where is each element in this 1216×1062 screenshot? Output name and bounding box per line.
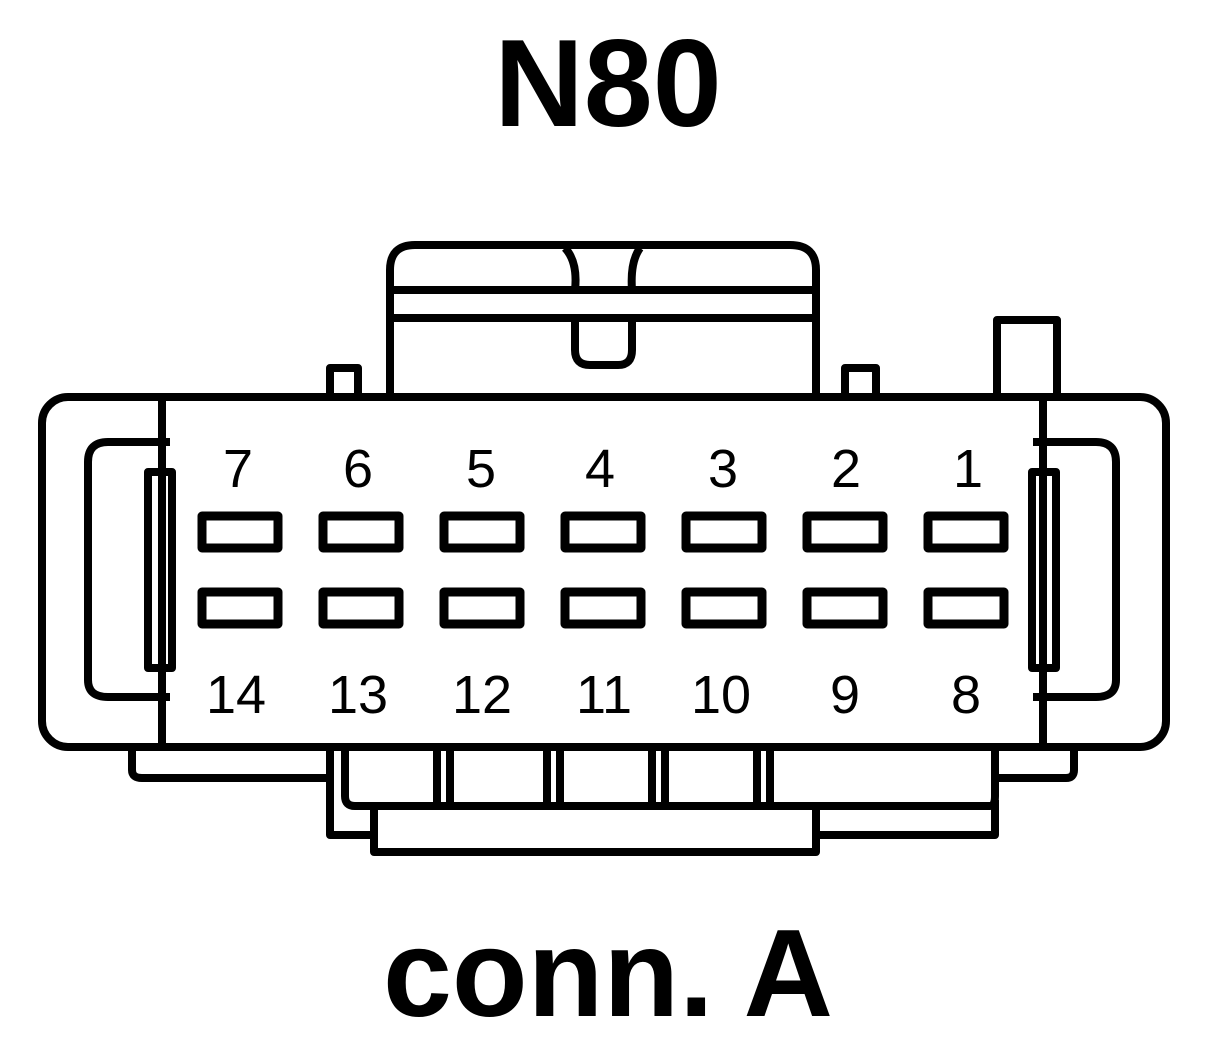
pin-7-label: 7 [223, 439, 253, 499]
pin-1-cavity [923, 511, 1009, 553]
pin-9-label: 9 [830, 665, 860, 725]
pin-9-cavity [802, 587, 888, 629]
pin-cavities [197, 511, 1009, 629]
pin-3-cavity [681, 511, 767, 553]
pin-10-cavity [681, 587, 767, 629]
pin-5-label: 5 [466, 439, 496, 499]
top-row-labels: 7 6 5 4 3 2 1 [223, 439, 983, 499]
component-title: N80 [494, 15, 722, 153]
pin-13-cavity [318, 587, 404, 629]
pin-14-label: 14 [206, 665, 266, 725]
left-lock [84, 438, 170, 701]
pin-11-cavity [560, 587, 646, 629]
pin-7-cavity [197, 511, 283, 553]
pin-4-label: 4 [585, 439, 615, 499]
left-post [326, 364, 362, 395]
pin-11-label: 11 [576, 665, 632, 725]
pin-6-label: 6 [343, 439, 373, 499]
pin-2-cavity [802, 511, 888, 553]
pin-5-cavity [439, 511, 525, 553]
top-latch [386, 241, 820, 395]
mid-post [841, 364, 880, 395]
right-lock [1033, 438, 1120, 701]
bottom-tab [370, 806, 820, 856]
connector-body [38, 393, 1170, 751]
pin-8-cavity [923, 587, 1009, 629]
pin-2-label: 2 [831, 439, 861, 499]
pin-13-label: 13 [328, 665, 388, 725]
pin-12-label: 12 [452, 665, 512, 725]
pin-1-label: 1 [953, 439, 983, 499]
bottom-row-labels: 14 13 12 11 10 9 8 [206, 665, 981, 725]
pin-6-cavity [318, 511, 404, 553]
pin-3-label: 3 [708, 439, 738, 499]
right-post [993, 316, 1061, 395]
pin-4-cavity [560, 511, 646, 553]
connector-label: conn. A [382, 905, 834, 1043]
pin-12-cavity [439, 587, 525, 629]
pin-14-cavity [197, 587, 283, 629]
pin-8-label: 8 [951, 665, 981, 725]
bottom-skirt [128, 749, 330, 782]
pin-10-label: 10 [691, 665, 751, 725]
